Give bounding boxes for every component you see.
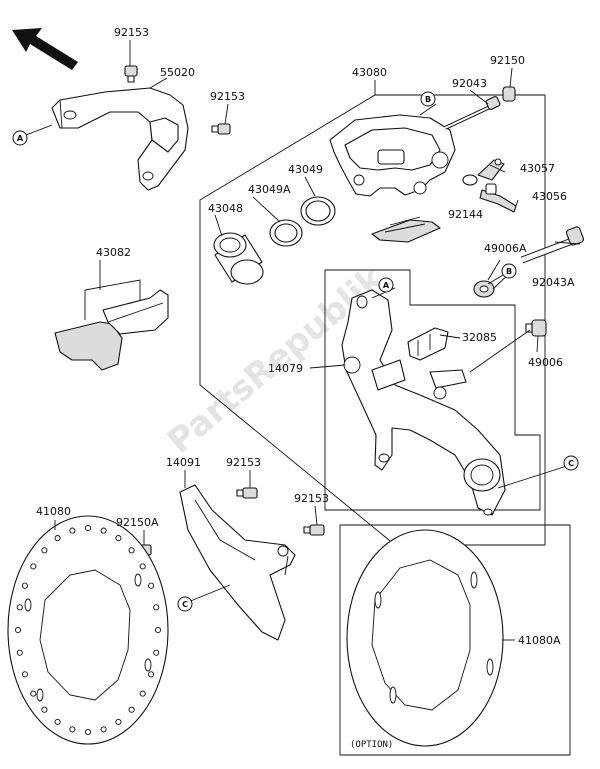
bracket-assembly-frame: [324, 269, 541, 511]
caliper-pin-92043: [444, 96, 501, 130]
disc-vent-hole: [139, 563, 146, 570]
label-92153-guard-a: 92153: [226, 456, 261, 469]
disc-guard-14091: [179, 484, 296, 641]
disc-vent-hole: [41, 547, 48, 554]
brake-disc-41080: [7, 515, 169, 745]
svg-text:B: B: [506, 267, 512, 276]
disc-vent-hole: [153, 604, 160, 611]
option-frame: [339, 524, 571, 756]
bolt-92153-guard-b: [303, 524, 325, 536]
disc-vent-hole: [128, 706, 135, 713]
label-32085: 32085: [462, 331, 497, 344]
disc-vent-hole: [54, 535, 61, 542]
disc-vent-hole: [148, 582, 155, 589]
label-41080: 41080: [36, 505, 71, 518]
option-label: (OPTION): [350, 740, 393, 750]
svg-text:C: C: [182, 600, 188, 609]
disc-vent-hole: [21, 582, 28, 589]
disc-vent-hole: [54, 718, 61, 725]
bolt-49006: [525, 319, 547, 337]
caliper-guard-bracket: [51, 87, 189, 191]
piston-43048: [213, 232, 264, 285]
disc-vent-hole: [100, 726, 107, 733]
disc-vent-hole: [84, 728, 92, 736]
callout-b-top: B: [420, 91, 436, 107]
label-43080: 43080: [352, 66, 387, 79]
disc-vent-hole: [41, 706, 48, 713]
disc-vent-hole: [16, 604, 23, 611]
label-92153-guard-b: 92153: [294, 492, 329, 505]
svg-text:B: B: [425, 95, 431, 104]
bolt-92153-right: [211, 123, 231, 135]
disc-vent-hole: [30, 690, 37, 697]
bleeder-cap-43057: [462, 158, 505, 186]
disc-vent-hole: [154, 626, 162, 634]
disc-vent-hole: [153, 649, 160, 656]
bushing-49006A: [473, 280, 495, 298]
label-49006: 49006: [528, 356, 563, 369]
label-92043A: 92043A: [532, 276, 575, 289]
disc-vent-hole: [139, 690, 146, 697]
disc-vent-hole: [148, 671, 155, 678]
cap-92150: [502, 86, 516, 102]
brake-disc-41080A: [346, 529, 504, 747]
disc-vent-hole: [14, 626, 22, 634]
direction-arrow-icon: [12, 28, 78, 70]
seal-43049: [300, 196, 336, 226]
label-49006A: 49006A: [484, 242, 527, 255]
label-14091: 14091: [166, 456, 201, 469]
label-92153-top: 92153: [114, 26, 149, 39]
caliper-bracket-14079: [341, 289, 506, 516]
disc-vent-hole: [84, 524, 92, 532]
bolt-92153-guard-a: [236, 487, 258, 499]
disc-vent-hole: [69, 726, 76, 733]
pad-spring-92144: [371, 219, 441, 243]
callout-b-right: B: [501, 263, 517, 279]
svg-text:C: C: [568, 459, 574, 468]
retainer-32085: [407, 327, 449, 361]
callout-a-bracket: A: [378, 277, 394, 293]
seal-43049A: [269, 219, 303, 247]
label-92150A: 92150A: [116, 516, 159, 529]
label-41080A: 41080A: [518, 634, 561, 647]
disc-vent-hole: [115, 535, 122, 542]
callout-c-guard: C: [177, 596, 193, 612]
label-43057: 43057: [520, 162, 555, 175]
disc-vent-hole: [115, 718, 122, 725]
brake-caliper: [329, 114, 456, 197]
slide-pin-92043A: [520, 226, 585, 264]
label-92144: 92144: [448, 208, 483, 221]
disc-vent-hole: [100, 527, 107, 534]
label-43048: 43048: [208, 202, 243, 215]
label-43049: 43049: [288, 163, 323, 176]
disc-vent-hole: [69, 527, 76, 534]
label-43056: 43056: [532, 190, 567, 203]
disc-vent-hole: [30, 563, 37, 570]
label-14079: 14079: [268, 362, 303, 375]
bleeder-valve-43056: [479, 183, 517, 213]
svg-text:A: A: [17, 134, 24, 143]
label-55020: 55020: [160, 66, 195, 79]
label-92150: 92150: [490, 54, 525, 67]
leader-lines: [25, 40, 581, 641]
label-43082: 43082: [96, 246, 131, 259]
brake-pads-43082: [54, 289, 169, 371]
disc-vent-hole: [16, 649, 23, 656]
svg-text:A: A: [383, 281, 390, 290]
bolt-92153-top: [124, 65, 138, 83]
label-43049A: 43049A: [248, 183, 291, 196]
callout-c-right: C: [563, 455, 579, 471]
callout-a-left: A: [12, 130, 28, 146]
label-92043: 92043: [452, 77, 487, 90]
disc-vent-hole: [21, 671, 28, 678]
label-92153-right: 92153: [210, 90, 245, 103]
disc-vent-hole: [128, 547, 135, 554]
